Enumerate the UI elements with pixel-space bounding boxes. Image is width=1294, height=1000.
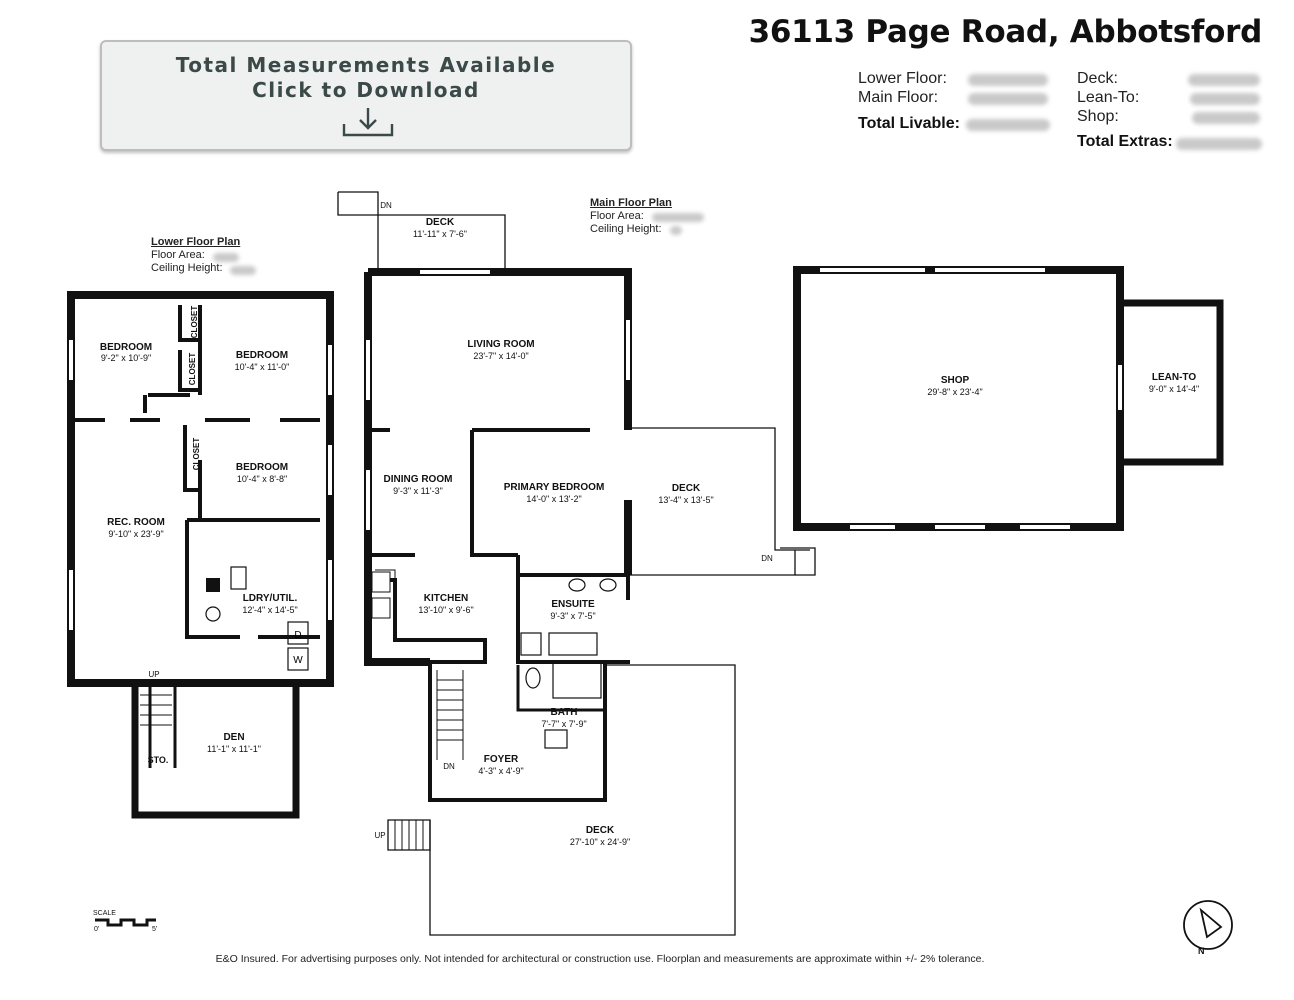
blurred-value xyxy=(1188,74,1260,86)
room-dining-name: DINING ROOM xyxy=(384,474,453,485)
room-bedroom-1-name: BEDROOM xyxy=(100,342,152,353)
summary-total-livable-label: Total Livable: xyxy=(858,115,960,132)
room-laundry-dim: 12'-4" x 14'-5" xyxy=(242,605,297,615)
room-ensuite-name: ENSUITE xyxy=(551,599,595,610)
blurred-value xyxy=(1176,138,1262,150)
blurred-value xyxy=(652,213,704,222)
room-bath-name: BATH xyxy=(550,707,577,718)
room-bedroom-2-dim: 10'-4" x 11'-0" xyxy=(235,362,290,372)
stair-up-lower: UP xyxy=(148,670,159,679)
room-deck-bottom-dim: 27'-10" x 24'-9" xyxy=(570,837,630,847)
main-floor-ceiling-label: Ceiling Height: xyxy=(590,223,662,235)
summary-deck-label: Deck: xyxy=(1077,70,1118,87)
room-deck-right-dim: 13'-4" x 13'-5" xyxy=(658,495,713,505)
room-laundry-name: LDRY/UTIL. xyxy=(243,593,298,604)
room-bedroom-1-dim: 9'-2" x 10'-9" xyxy=(101,353,151,363)
lower-floor-area-label: Floor Area: xyxy=(151,249,205,261)
room-ensuite-dim: 9'-3" x 7'-5" xyxy=(550,611,595,621)
walls xyxy=(67,191,1224,936)
room-kitchen-name: KITCHEN xyxy=(424,593,468,604)
room-deck-top-name: DECK xyxy=(426,217,455,228)
room-sto-name: STO. xyxy=(148,755,169,765)
main-floor-area-label: Floor Area: xyxy=(590,210,644,222)
room-lean-to-dim: 9'-0" x 14'-4" xyxy=(1149,384,1199,394)
lower-floor-heading: Lower Floor Plan xyxy=(151,236,241,248)
closet-label-3: CLOSET xyxy=(192,438,201,471)
closet-label-1: CLOSET xyxy=(190,306,199,339)
page-title: 36113 Page Road, Abbotsford xyxy=(748,14,1263,50)
summary-shop-label: Shop: xyxy=(1077,108,1119,125)
blurred-value xyxy=(1190,93,1260,105)
dryer-label: D xyxy=(294,630,301,641)
stair-dn-foyer: DN xyxy=(443,762,455,771)
download-measurements-button[interactable]: Total Measurements Available Click to Do… xyxy=(100,40,632,151)
main-floor-heading: Main Floor Plan xyxy=(590,197,672,209)
blurred-value xyxy=(670,226,682,235)
lower-floor-ceiling-label: Ceiling Height: xyxy=(151,262,223,274)
washer-label: W xyxy=(293,655,303,666)
stair-up-deck: UP xyxy=(374,831,385,840)
room-bedroom-2-name: BEDROOM xyxy=(236,350,288,361)
summary-main-floor-label: Main Floor: xyxy=(858,89,939,106)
room-foyer-dim: 4'-3" x 4'-9" xyxy=(478,766,523,776)
room-primary-dim: 14'-0" x 13'-2" xyxy=(526,494,581,504)
scale-bar: SCALE 0' 5' xyxy=(93,910,157,933)
room-living-dim: 23'-7" x 14'-0" xyxy=(473,351,528,361)
room-lean-to-name: LEAN-TO xyxy=(1152,372,1196,383)
blurred-value xyxy=(968,74,1048,86)
download-icon xyxy=(342,108,394,137)
room-primary-name: PRIMARY BEDROOM xyxy=(504,482,605,493)
closet-label-2: CLOSET xyxy=(188,353,197,386)
blurred-value xyxy=(966,119,1050,131)
summary-lower-floor-label: Lower Floor: xyxy=(858,70,947,87)
room-deck-bottom-name: DECK xyxy=(586,825,615,836)
disclaimer: E&O Insured. For advertising purposes on… xyxy=(215,953,985,965)
room-shop-dim: 29'-8" x 23'-4" xyxy=(927,387,982,397)
download-line-1: Total Measurements Available xyxy=(175,53,557,77)
scale-zero: 0' xyxy=(94,926,99,933)
furnace-icon xyxy=(206,578,220,592)
compass-icon: N xyxy=(1183,900,1233,956)
room-den-name: DEN xyxy=(223,732,244,743)
room-shop-name: SHOP xyxy=(941,375,970,386)
scale-five: 5' xyxy=(152,926,157,933)
blurred-value xyxy=(1192,112,1260,124)
room-rec-name: REC. ROOM xyxy=(107,517,165,528)
room-bath-dim: 7'-7" x 7'-9" xyxy=(541,719,586,729)
room-bedroom-3-name: BEDROOM xyxy=(236,462,288,473)
summary-lean-to-label: Lean-To: xyxy=(1077,89,1140,106)
room-dining-dim: 9'-3" x 11'-3" xyxy=(393,486,443,496)
scale-label: SCALE xyxy=(93,910,116,917)
room-den-dim: 11'-1" x 11'-1" xyxy=(207,744,261,754)
lower-floor-header: Lower Floor Plan Floor Area: Ceiling Hei… xyxy=(151,236,240,275)
room-deck-top-dim: 11'-11" x 7'-6" xyxy=(413,229,467,239)
room-kitchen-dim: 13'-10" x 9'-6" xyxy=(418,605,473,615)
room-foyer-name: FOYER xyxy=(484,754,519,765)
blurred-value xyxy=(968,93,1048,105)
compass-north-label: N xyxy=(1198,946,1205,956)
room-bedroom-3-dim: 10'-4" x 8'-8" xyxy=(237,474,287,484)
stair-dn-right: DN xyxy=(761,554,773,563)
room-deck-right-name: DECK xyxy=(672,483,701,494)
room-rec-dim: 9'-10" x 23'-9" xyxy=(108,529,163,539)
main-floor-header: Main Floor Plan Floor Area: Ceiling Heig… xyxy=(590,197,672,236)
download-line-2: Click to Download xyxy=(252,78,480,102)
summary-total-extras-label: Total Extras: xyxy=(1077,133,1173,150)
stair-dn-top: DN xyxy=(380,201,392,210)
blurred-value xyxy=(213,253,239,262)
room-living-name: LIVING ROOM xyxy=(467,339,534,350)
blurred-value xyxy=(230,266,256,275)
